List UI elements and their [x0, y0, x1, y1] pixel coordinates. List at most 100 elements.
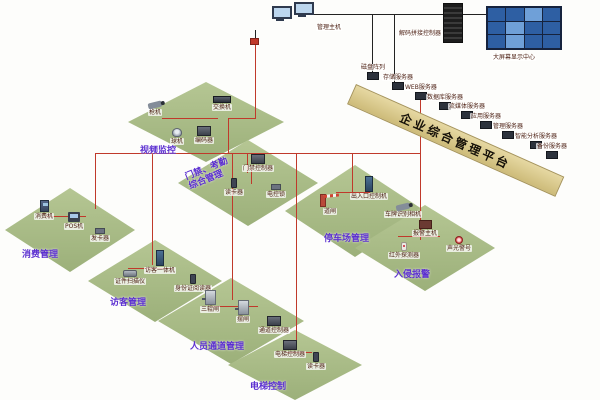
connection-line [296, 153, 297, 345]
device-switch: 交换机 [212, 96, 233, 111]
device-gun-camera: 枪机 [147, 100, 163, 116]
pos-icon [68, 212, 81, 222]
platform-label-passage: 人员通道管理 [190, 342, 245, 352]
device-alarm-host: 报警主机 [412, 220, 439, 237]
controller-icon [267, 316, 281, 326]
device-barrier-gate: 道闸 [320, 194, 340, 215]
wall-screen [542, 35, 560, 48]
wall-screen [524, 21, 542, 35]
server-node: 应用服务器 [470, 113, 503, 129]
platform-label-elevator: 电梯控制 [250, 382, 287, 392]
workstation-label: 管理主机 [316, 24, 343, 31]
video-wall-label: 大屏幕显示中心 [492, 54, 537, 61]
control-machine-icon [365, 176, 373, 192]
device-electric-lock: 电控锁 [266, 184, 287, 198]
kiosk-icon [156, 250, 164, 266]
platform-label-intrusion: 入侵报警 [394, 270, 431, 280]
server-node: 备份服务器 [536, 143, 569, 159]
device-access-controller: 门禁控制器 [242, 154, 275, 172]
connection-line [162, 118, 218, 119]
media-converter-icon [250, 38, 259, 45]
device-lpr-camera: 车牌识别相机 [384, 202, 423, 218]
server-icon [502, 131, 514, 139]
connection-line [152, 153, 153, 265]
server-icon [367, 72, 379, 80]
platform-label-parking: 停车场管理 [324, 234, 370, 244]
wall-screen [488, 35, 506, 48]
card-reader-icon [231, 178, 237, 188]
device-dome-camera: 球机 [170, 128, 185, 145]
workstation-monitor-icon [272, 6, 288, 19]
connection-line [212, 306, 258, 307]
connection-line [247, 153, 248, 173]
connection-line [46, 216, 86, 217]
device-tripod-turnstile: 三辊闸 [200, 290, 221, 313]
connection-line [352, 153, 353, 195]
server-node: 磁盘阵列 [360, 64, 387, 80]
device-id-reader: 身份证阅读器 [174, 274, 213, 292]
connection-line [372, 14, 373, 77]
connection-line [95, 153, 420, 154]
connection-line [95, 153, 96, 209]
device-id-scanner: 证件扫描仪 [114, 270, 147, 285]
device-pos-terminal: POS机 [64, 212, 85, 230]
device-siren: 声光警号 [446, 236, 473, 252]
wall-screen [506, 8, 524, 21]
device-elevator-controller: 电梯控制器 [274, 340, 307, 358]
connection-line [255, 38, 256, 119]
card-reader-icon [190, 274, 196, 284]
decoder-label: 解码拼接控制器 [398, 30, 443, 37]
device-encoder: 编码器 [194, 126, 215, 144]
card-issuer-icon [95, 228, 105, 234]
wall-screen [488, 8, 506, 21]
dome-camera-icon [172, 128, 182, 137]
device-card-reader: 读卡器 [224, 178, 245, 196]
controller-icon [251, 154, 265, 164]
siren-icon [455, 236, 463, 244]
server-node: 管理服务器 [492, 123, 525, 139]
device-consumption-machine: 消费机 [34, 200, 55, 220]
turnstile-icon [201, 290, 216, 305]
device-passage-controller: 通道控制器 [258, 316, 291, 334]
device-entrance-control-machine: 出入口控制机 [350, 176, 389, 200]
connection-line [420, 96, 421, 240]
wall-screen [524, 35, 542, 48]
device-visitor-kiosk: 访客一体机 [144, 250, 177, 274]
server-icon [392, 82, 404, 90]
platform-label-video: 视频监控 [140, 146, 177, 156]
connection-line [472, 14, 486, 15]
wall-screen [506, 21, 524, 35]
device-elevator-reader: 读卡器 [306, 352, 327, 370]
video-wall [486, 6, 562, 50]
card-reader-icon [313, 352, 319, 362]
wall-screen [542, 21, 560, 35]
detector-icon [401, 242, 407, 251]
wall-screen [524, 8, 542, 21]
consumption-machine-icon [39, 200, 49, 212]
connection-line [255, 30, 256, 39]
lock-icon [271, 184, 281, 190]
workstation-monitor-icon [294, 2, 310, 15]
barrier-gate-icon [320, 194, 340, 207]
connection-line [228, 118, 256, 119]
connection-line [228, 118, 229, 154]
platform-label-visitor: 访客管理 [110, 298, 147, 308]
device-swing-gate: 摆闸 [234, 300, 251, 323]
server-node: 存储服务器 [382, 74, 415, 90]
device-card-issuer: 发卡器 [90, 228, 111, 242]
connection-line [251, 168, 252, 184]
swing-gate-icon [234, 300, 249, 315]
connection-line [336, 192, 370, 193]
decoder-cabinet-icon [443, 3, 463, 43]
alarm-host-icon [418, 220, 432, 229]
wall-screen [488, 21, 506, 35]
server-icon [546, 151, 558, 159]
device-ir-detector: 红外探测器 [388, 242, 421, 259]
platform-label-consumption: 消费管理 [22, 250, 59, 260]
server-icon [480, 121, 492, 129]
scanner-icon [123, 270, 137, 277]
wall-screen [506, 35, 524, 48]
connection-line [312, 14, 472, 15]
encoder-icon [197, 126, 211, 136]
